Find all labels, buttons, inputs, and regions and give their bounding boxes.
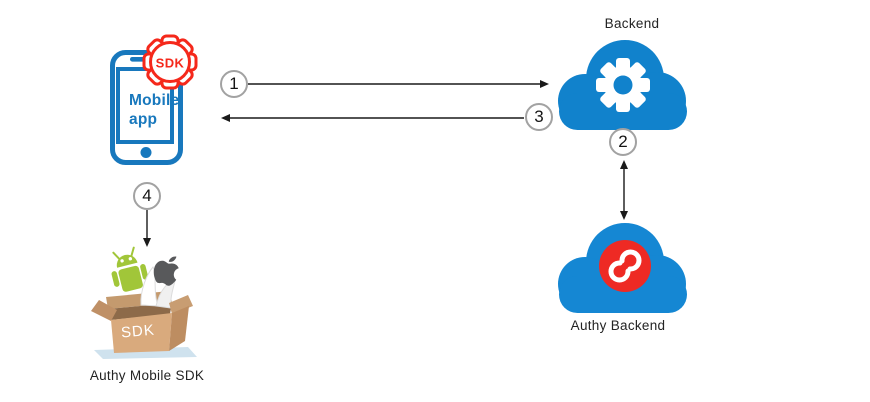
step-4-badge: 4 xyxy=(133,182,161,210)
arrow-3-backend-to-mobile xyxy=(221,114,524,122)
mobile-app-label-line2: app xyxy=(129,111,158,128)
step-3-badge: 3 xyxy=(525,103,553,131)
mobile-app-label-line1: Mobile xyxy=(129,92,180,109)
android-icon xyxy=(111,246,149,292)
box-sdk-label: SDK xyxy=(120,321,156,342)
arrow-1-mobile-to-backend xyxy=(248,80,549,88)
sdk-box-icon xyxy=(91,246,197,359)
step-1-badge: 1 xyxy=(220,70,248,98)
authy-logo-icon xyxy=(599,240,651,292)
apple-icon xyxy=(153,256,179,286)
sdk-badge-label: SDK xyxy=(155,55,185,71)
mobile-app-label: Mobile app xyxy=(129,91,179,129)
step-2-badge: 2 xyxy=(609,128,637,156)
backend-gear-icon xyxy=(596,58,650,112)
authy-mobile-sdk-label: Authy Mobile SDK xyxy=(89,368,205,383)
authy-backend-label: Authy Backend xyxy=(570,318,666,333)
arrow-4-mobile-to-sdk xyxy=(143,210,151,247)
phone-home-button xyxy=(140,147,152,158)
backend-label: Backend xyxy=(604,16,660,31)
sdk-gear-badge-icon xyxy=(142,34,198,90)
arrow-2-backend-to-authy xyxy=(620,160,628,220)
